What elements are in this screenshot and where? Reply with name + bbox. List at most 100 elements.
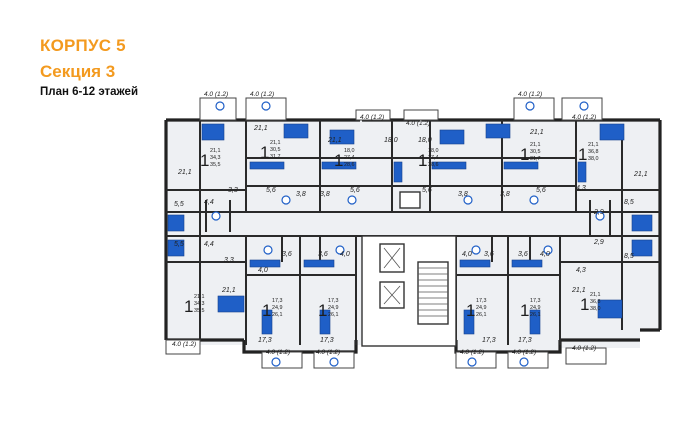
room-area: 3,3 xyxy=(228,187,238,194)
room-area: 5,6 xyxy=(536,187,546,194)
bed xyxy=(599,123,625,141)
apartment-kitchen: 28,6 xyxy=(428,162,439,168)
apartment-living: 30,5 xyxy=(270,147,281,153)
apartment-total: 17,3 xyxy=(272,298,283,304)
kitchen xyxy=(459,259,491,268)
apartment-living: 24,9 xyxy=(272,305,283,311)
sofa xyxy=(261,309,273,335)
balcony-label: 4.0 (1.2) xyxy=(172,341,196,348)
kitchen xyxy=(631,239,653,257)
balcony xyxy=(355,109,391,121)
apartment-living: 30,5 xyxy=(530,149,541,155)
room-area: 4,0 xyxy=(540,251,550,258)
balcony-label: 4.0 (1.2) xyxy=(512,349,536,356)
room-area: 4,3 xyxy=(576,267,586,274)
balcony xyxy=(513,97,555,121)
apartment-rooms: 1 xyxy=(200,151,209,170)
apartment-rooms: 1 xyxy=(578,145,587,164)
apartment-total: 17,3 xyxy=(530,298,541,304)
apartment-kitchen: 28,6 xyxy=(344,162,355,168)
room-area: 4,0 xyxy=(340,251,350,258)
room-area: 21,1 xyxy=(633,171,648,178)
kitchen xyxy=(167,239,185,257)
apartment-total: 21,1 xyxy=(194,294,205,300)
sofa xyxy=(529,309,541,335)
apartment-living: 24,9 xyxy=(476,305,487,311)
balcony-label: 4.0 (1.2) xyxy=(572,114,596,121)
room-area: 5,6 xyxy=(266,187,276,194)
room-area: 2,9 xyxy=(593,239,604,246)
room-area: 3,6 xyxy=(282,251,292,258)
bed xyxy=(485,123,511,139)
apartment-badge: 1 17,3 24,9 26,1 xyxy=(520,298,541,320)
balcony-label: 4.0 (1.2) xyxy=(250,91,274,98)
balcony-label: 4.0 (1.2) xyxy=(316,349,340,356)
room-area: 3,8 xyxy=(458,191,468,198)
apartment-living: 36,8 xyxy=(590,299,601,305)
room-area: 3,8 xyxy=(296,191,306,198)
apartment-total: 21,1 xyxy=(530,142,541,148)
section-title: Секция 3 xyxy=(40,62,116,81)
bed xyxy=(201,123,225,141)
bed xyxy=(439,129,465,145)
apartment-total: 17,3 xyxy=(476,298,487,304)
sofa xyxy=(319,309,331,335)
apartment-rooms: 1 xyxy=(334,151,343,170)
apartment-total: 18,0 xyxy=(428,148,439,154)
apartment-kitchen: 38,0 xyxy=(588,156,599,162)
apartment-living: 24,9 xyxy=(328,305,339,311)
kitchen xyxy=(249,259,281,268)
apartment-rooms: 1 xyxy=(418,151,427,170)
apartment-kitchen: 31,7 xyxy=(270,154,281,160)
room-area: 5,6 xyxy=(422,187,432,194)
bed xyxy=(597,299,623,319)
apartment-badge: 1 21,1 36,8 38,0 xyxy=(580,292,601,314)
room-area: 5,5 xyxy=(174,201,184,208)
room-area: 3,6 xyxy=(484,251,494,258)
apartment-total: 18,0 xyxy=(344,148,355,154)
apartment-total: 21,1 xyxy=(210,148,221,154)
room-area: 21,1 xyxy=(327,137,342,144)
room-area: 3,8 xyxy=(500,191,510,198)
bed xyxy=(283,123,309,139)
apartment-badge: 1 21,1 36,8 38,0 xyxy=(578,142,599,164)
room-area: 17,3 xyxy=(320,337,334,344)
apartment-rooms: 1 xyxy=(466,301,475,320)
balcony-label: 4.0 (1.2) xyxy=(518,91,542,98)
apartment-total: 21,1 xyxy=(590,292,601,298)
apartment-kitchen: 38,0 xyxy=(590,306,601,312)
room-area: 21,1 xyxy=(177,169,192,176)
room-area: 21,1 xyxy=(529,129,544,136)
apartment-rooms: 1 xyxy=(580,295,589,314)
apartment-kitchen: 31,7 xyxy=(530,156,541,162)
kitchen xyxy=(431,161,467,170)
apartment-rooms: 1 xyxy=(184,297,193,316)
room-area: 5,6 xyxy=(350,187,360,194)
apartment-rooms: 1 xyxy=(318,301,327,320)
balcony-label: 4.0 (1.2) xyxy=(572,345,596,352)
kitchen xyxy=(321,161,357,170)
kitchen xyxy=(503,161,539,170)
room-area-labels: 21,1 21,1 21,1 18,0 18,0 21,1 21,1 21,1 … xyxy=(174,125,648,344)
balcony-label: 4.0 (1.2) xyxy=(360,114,384,121)
furniture xyxy=(167,123,653,335)
room-area: 3,3 xyxy=(224,257,234,264)
apartment-living: 34,3 xyxy=(194,301,205,307)
apartment-living: 34,3 xyxy=(210,155,221,161)
room-area: 3,6 xyxy=(518,251,528,258)
balcony-label: 4.0 (1.2) xyxy=(204,91,228,98)
apartment-badge: 1 17,3 24,9 26,1 xyxy=(466,298,487,320)
room-area: 4,0 xyxy=(462,251,472,258)
sofa xyxy=(463,309,475,335)
apartment-kitchen: 26,1 xyxy=(272,312,283,318)
apartment-total: 21,1 xyxy=(588,142,599,148)
room-area: 3,6 xyxy=(318,251,328,258)
kitchen xyxy=(577,161,587,183)
apartment-total: 17,3 xyxy=(328,298,339,304)
kitchen xyxy=(393,161,403,183)
apartment-badge: 1 21,1 30,5 31,7 xyxy=(520,142,541,164)
apartment-kitchen: 26,1 xyxy=(328,312,339,318)
apartment-living: 27,4 xyxy=(344,155,355,161)
room-area: 18,0 xyxy=(418,137,432,144)
kitchen xyxy=(303,259,335,268)
